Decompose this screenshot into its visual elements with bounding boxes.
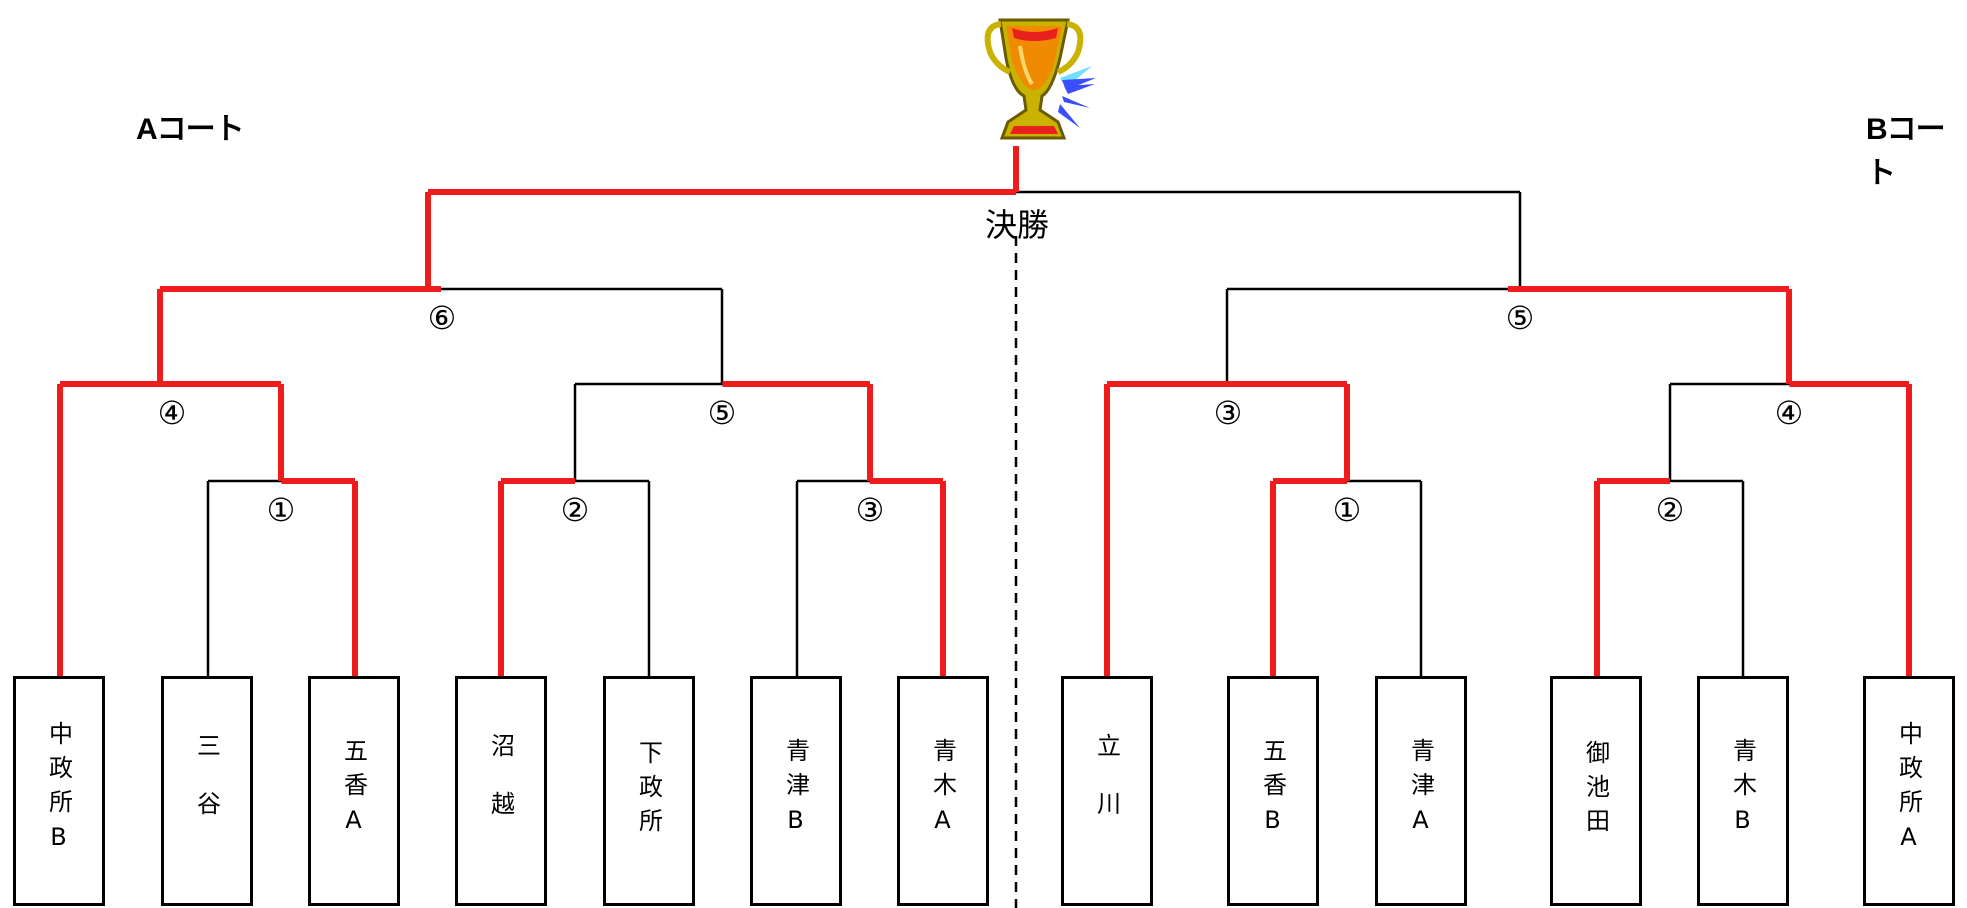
match-number: ③ (855, 491, 885, 529)
match-number: ③ (1213, 394, 1243, 432)
trophy-icon (984, 18, 1096, 140)
team-name: 五香A (339, 738, 368, 844)
team-box: 青木B (1697, 676, 1789, 906)
team-box: 三谷 (161, 676, 253, 906)
team-name: 中政所B (44, 721, 73, 861)
team-name: 下政所 (634, 740, 663, 842)
match-number: ② (1655, 491, 1685, 529)
team-name: 中政所A (1894, 721, 1923, 861)
team-name: 青津A (1406, 738, 1435, 844)
team-box: 御池田 (1550, 676, 1642, 906)
team-box: 五香A (308, 676, 400, 906)
match-number: ② (560, 491, 590, 529)
team-name: 青木A (928, 738, 957, 844)
team-box: 青木A (897, 676, 989, 906)
team-name: 三谷 (192, 733, 221, 849)
match-number: ⑥ (427, 299, 457, 337)
team-box: 中政所A (1863, 676, 1955, 906)
team-box: 立川 (1061, 676, 1153, 906)
team-box: 中政所B (13, 676, 105, 906)
final-label: 決勝 (985, 206, 1050, 244)
team-box: 青津A (1375, 676, 1467, 906)
match-number: ⑤ (1505, 299, 1535, 337)
match-number: ④ (157, 394, 187, 432)
team-name: 青木B (1728, 738, 1757, 844)
court-b-label: Bコート (1866, 113, 1946, 190)
match-number: ④ (1774, 394, 1804, 432)
team-box: 下政所 (603, 676, 695, 906)
team-box: 青津B (750, 676, 842, 906)
team-box: 沼越 (455, 676, 547, 906)
match-number: ① (266, 491, 296, 529)
team-name: 御池田 (1581, 740, 1610, 842)
team-name: 沼越 (486, 733, 515, 849)
team-box: 五香B (1227, 676, 1319, 906)
match-number: ⑤ (707, 394, 737, 432)
team-name: 青津B (781, 738, 810, 844)
match-number: ① (1332, 491, 1362, 529)
court-a-label: Aコート (136, 113, 245, 146)
team-name: 立川 (1092, 733, 1121, 849)
team-name: 五香B (1258, 738, 1287, 844)
